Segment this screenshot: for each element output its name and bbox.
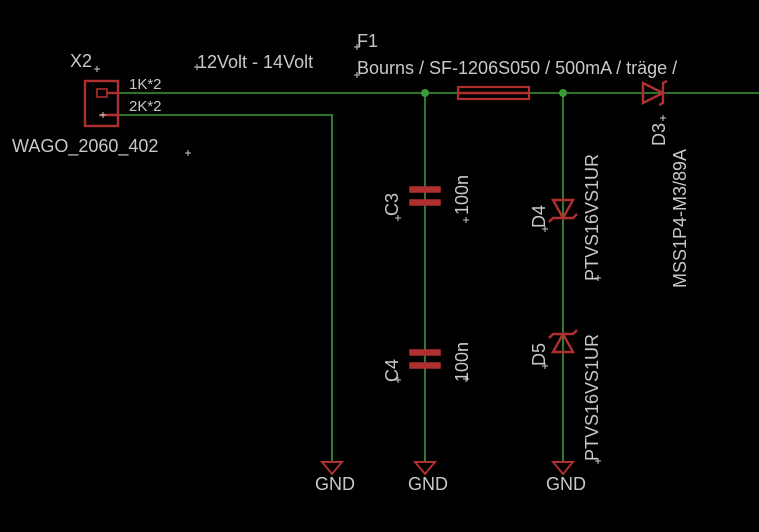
origin-cross-supply <box>194 64 200 70</box>
ground-label-3: GND <box>546 474 586 494</box>
origin-cross-d5-value <box>595 458 601 464</box>
origin-cross-x2-value <box>185 150 191 156</box>
tvs-d5-value: PTVS16VS1UR <box>582 334 602 461</box>
origin-cross-c3-value <box>463 217 469 223</box>
connector-pin2-label: 2K*2 <box>129 98 162 115</box>
connector-pin1-label: 1K*2 <box>129 76 162 93</box>
ground-label-1: GND <box>315 474 355 494</box>
wires <box>118 89 759 462</box>
connector-name: X2 <box>70 51 92 71</box>
capacitor-c4-name: C4 <box>382 359 402 382</box>
tvs-d4-value: PTVS16VS1UR <box>582 154 602 281</box>
diode-d3-symbol <box>641 79 668 107</box>
tvs-d4-name: D4 <box>529 205 549 228</box>
origin-cross-d3 <box>660 115 666 121</box>
fuse-symbol <box>456 85 531 101</box>
capacitor-c3-value: 100n <box>452 175 472 215</box>
origin-cross-fuse-value <box>354 72 360 78</box>
ground-symbol-3 <box>550 461 576 476</box>
capacitor-c4-symbol <box>409 349 441 369</box>
wire-ground-return <box>118 114 333 462</box>
origin-cross-d4 <box>542 226 548 232</box>
tvs-diode-d4-symbol <box>548 198 578 223</box>
origin-cross-c4-value <box>463 376 469 382</box>
origin-cross-x2 <box>94 66 100 72</box>
ground-symbol-1 <box>319 461 345 476</box>
junction-dot-tvs <box>559 89 567 97</box>
tvs-diode-d5-symbol <box>548 329 578 354</box>
capacitor-c4-value: 100n <box>452 342 472 382</box>
origin-cross-c4 <box>395 377 401 383</box>
connector-x2 <box>83 79 120 128</box>
diode-d3-name: D3 <box>649 123 669 146</box>
capacitor-c3-name: C3 <box>382 193 402 216</box>
origin-cross-d4-value <box>595 275 601 281</box>
junction-dot-capacitors <box>421 89 429 97</box>
capacitor-c3-symbol <box>409 186 441 206</box>
connector-value: WAGO_2060_402 <box>12 136 158 157</box>
origin-cross-d5 <box>542 363 548 369</box>
tvs-d5-name: D5 <box>529 343 549 366</box>
ground-label-2: GND <box>408 474 448 494</box>
fuse-name: F1 <box>357 31 378 51</box>
fuse-value: Bourns / SF-1206S050 / 500mA / träge / <box>357 58 677 78</box>
diode-d3-value: MSS1P4-M3/89A <box>670 149 690 288</box>
ground-symbol-2 <box>412 461 438 476</box>
origin-cross-fuse-name <box>354 44 360 50</box>
origin-cross-c3 <box>395 215 401 221</box>
supply-net-label: 12Volt - 14Volt <box>197 52 313 72</box>
